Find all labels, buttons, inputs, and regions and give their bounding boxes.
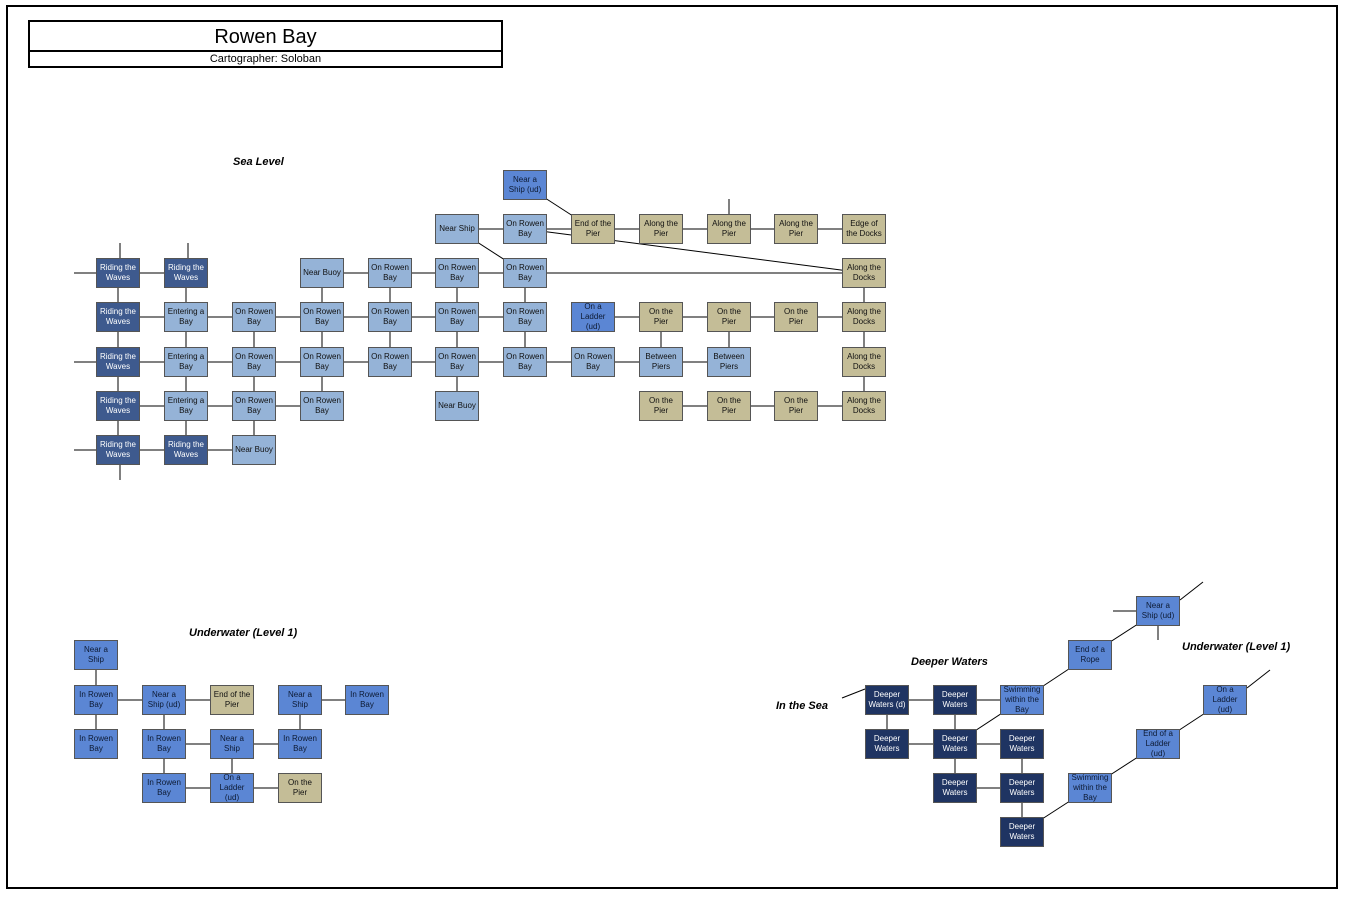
room-box: In Rowen Bay xyxy=(345,685,389,715)
room-box: Between Piers xyxy=(707,347,751,377)
room-box: Near Ship xyxy=(435,214,479,244)
room-box: Riding the Waves xyxy=(96,391,140,421)
room-box: On Rowen Bay xyxy=(503,258,547,288)
room-box: Near Buoy xyxy=(300,258,344,288)
room-box: In Rowen Bay xyxy=(278,729,322,759)
room-box: On Rowen Bay xyxy=(503,347,547,377)
room-box: Riding the Waves xyxy=(96,347,140,377)
room-box: On Rowen Bay xyxy=(435,302,479,332)
room-box: Deeper Waters xyxy=(865,729,909,759)
room-box: Deeper Waters (d) xyxy=(865,685,909,715)
room-box: End of a Ladder (ud) xyxy=(1136,729,1180,759)
room-box: Riding the Waves xyxy=(164,435,208,465)
room-box: Deeper Waters xyxy=(933,773,977,803)
room-box: Deeper Waters xyxy=(933,729,977,759)
room-box: In Rowen Bay xyxy=(142,729,186,759)
map-frame xyxy=(6,5,1338,889)
room-box: Entering a Bay xyxy=(164,391,208,421)
room-box: On Rowen Bay xyxy=(503,214,547,244)
room-box: Deeper Waters xyxy=(1000,817,1044,847)
room-box: On the Pier xyxy=(639,391,683,421)
section-label-underwater-right: Underwater (Level 1) xyxy=(1182,641,1291,653)
room-box: Along the Pier xyxy=(639,214,683,244)
room-box: On Rowen Bay xyxy=(571,347,615,377)
room-box: On a Ladder (ud) xyxy=(1203,685,1247,715)
room-box: Deeper Waters xyxy=(1000,729,1044,759)
room-box: On a Ladder (ud) xyxy=(210,773,254,803)
room-box: On Rowen Bay xyxy=(300,302,344,332)
room-box: On a Ladder (ud) xyxy=(571,302,615,332)
room-box: Along the Docks xyxy=(842,347,886,377)
room-box: In Rowen Bay xyxy=(74,685,118,715)
exit-stub-line xyxy=(841,688,866,699)
room-box: On Rowen Bay xyxy=(232,391,276,421)
room-box: On Rowen Bay xyxy=(368,258,412,288)
room-box: Edge of the Docks xyxy=(842,214,886,244)
room-box: On Rowen Bay xyxy=(435,347,479,377)
room-box: On the Pier xyxy=(707,302,751,332)
room-box: Riding the Waves xyxy=(96,258,140,288)
room-box: Along the Docks xyxy=(842,302,886,332)
room-box: End of a Rope xyxy=(1068,640,1112,670)
room-box: Deeper Waters xyxy=(933,685,977,715)
room-box: On Rowen Bay xyxy=(232,347,276,377)
room-box: Near a Ship (ud) xyxy=(503,170,547,200)
room-box: Entering a Bay xyxy=(164,347,208,377)
room-box: Entering a Bay xyxy=(164,302,208,332)
room-box: Near a Ship (ud) xyxy=(1136,596,1180,626)
room-box: Near a Ship xyxy=(210,729,254,759)
room-box: Along the Docks xyxy=(842,391,886,421)
section-label-deeper-waters: Deeper Waters xyxy=(911,656,988,668)
title-box: Rowen Bay Cartographer: Soloban xyxy=(28,20,503,68)
room-box: On Rowen Bay xyxy=(368,302,412,332)
room-box: Riding the Waves xyxy=(96,302,140,332)
room-box: End of the Pier xyxy=(571,214,615,244)
room-box: Riding the Waves xyxy=(96,435,140,465)
room-box: Near a Ship xyxy=(74,640,118,670)
room-box: Near a Ship xyxy=(278,685,322,715)
room-box: On Rowen Bay xyxy=(232,302,276,332)
exit-stub-line xyxy=(1179,581,1204,601)
room-box: On the Pier xyxy=(707,391,751,421)
room-box: On the Pier xyxy=(774,302,818,332)
room-box: On the Pier xyxy=(278,773,322,803)
room-box: On Rowen Bay xyxy=(300,347,344,377)
map-title: Rowen Bay xyxy=(30,22,501,52)
room-box: Swimming within the Bay xyxy=(1000,685,1044,715)
room-box: Deeper Waters xyxy=(1000,773,1044,803)
room-box: Near Buoy xyxy=(232,435,276,465)
room-box: Along the Pier xyxy=(707,214,751,244)
room-box: Along the Pier xyxy=(774,214,818,244)
section-label-underwater-left: Underwater (Level 1) xyxy=(189,627,298,639)
room-box: Riding the Waves xyxy=(164,258,208,288)
room-box: On Rowen Bay xyxy=(368,347,412,377)
room-box: Near a Ship (ud) xyxy=(142,685,186,715)
room-box: On Rowen Bay xyxy=(300,391,344,421)
room-box: Swimming within the Bay xyxy=(1068,773,1112,803)
section-label-sea-level: Sea Level xyxy=(233,156,284,168)
room-box: Between Piers xyxy=(639,347,683,377)
section-label-in-the-sea: In the Sea xyxy=(776,700,828,712)
room-box: End of the Pier xyxy=(210,685,254,715)
room-box: On the Pier xyxy=(774,391,818,421)
room-box: On Rowen Bay xyxy=(503,302,547,332)
room-box: In Rowen Bay xyxy=(74,729,118,759)
exit-stub-line xyxy=(1246,669,1271,689)
room-box: On the Pier xyxy=(639,302,683,332)
map-cartographer: Cartographer: Soloban xyxy=(209,53,322,65)
room-box: On Rowen Bay xyxy=(435,258,479,288)
room-box: Along the Docks xyxy=(842,258,886,288)
room-box: Near Buoy xyxy=(435,391,479,421)
room-box: In Rowen Bay xyxy=(142,773,186,803)
